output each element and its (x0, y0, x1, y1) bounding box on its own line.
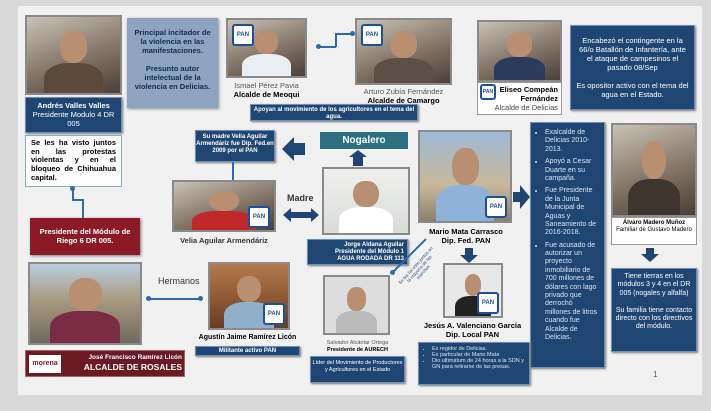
alvaro-note2: Su familia tiene contacto directo con lo… (615, 306, 693, 331)
arrow-down-icon (641, 254, 659, 262)
pan-logo-icon: PAN (263, 303, 285, 325)
velia-name: Velia Aguilar Armendáriz (180, 236, 268, 245)
incitador-line2: Presunto autor intelectual de la violenc… (134, 64, 211, 91)
ismael-role: Alcalde de Meoqui (233, 90, 300, 99)
eliseo-name-2: Fernández (520, 94, 558, 103)
jose-role: ALCALDE DE ROSALES (83, 361, 182, 372)
andres-note: Se les ha visto juntos en las protestas … (25, 135, 122, 187)
arturo-role: Alcalde de Camargo (367, 96, 440, 105)
salvador-role: Presidente de AURECH (327, 346, 388, 353)
incitador-line1: Principal incitador de la violencia en l… (134, 28, 211, 55)
eliseo-name: Eliseo Compeán (499, 85, 558, 94)
hermanos-label: Hermanos (158, 276, 200, 286)
eliseo-photo (477, 20, 562, 82)
jose-name: José Francisco Ramírez Licón (88, 354, 182, 361)
double-arrow-icon (283, 208, 319, 222)
ismael-name: Ismael Pérez Pavia (234, 81, 299, 90)
su-madre-box: Su madre Velia Aguilar Armendáriz fue Di… (195, 130, 275, 162)
mario-bullet: Fue acusado de autorizar un proyecto inm… (545, 242, 600, 343)
ismael-photo: PAN (226, 18, 307, 78)
salvador-name: Salvador Alcántar Ortega (326, 340, 389, 346)
apoyan-box: Apoyan al movimiento de los agricultores… (250, 104, 418, 121)
arturo-name: Arturo Zubía Fernández (363, 87, 444, 96)
velia-photo: PAN (172, 180, 276, 232)
jesus-role: Dip. Local PAN (445, 330, 500, 339)
agustin-photo: PAN (208, 262, 290, 330)
alvaro-photo (611, 123, 697, 217)
mario-bullets-box: Exalcalde de Delicias 2010-2013. Apoyó a … (530, 122, 605, 368)
jesus-name: Jesús A. Valenciano García (423, 321, 522, 330)
andres-role: Presidente Modulo 4 DR 005 (32, 110, 115, 128)
jesus-bullet: Dio ultimátum de 24 horas a la SDN y GN … (432, 358, 526, 370)
mario-bullet: Exalcalde de Delicias 2010-2013. (545, 129, 600, 154)
nogalero-box: Nogalero (320, 132, 408, 149)
mario-bullet: Fue Presidente de la Junta Municipal de … (545, 187, 600, 237)
mario-bullet: Apoyó a Cesar Duarte en su campaña. (545, 158, 600, 183)
agustin-name: Agustín Jaime Ramírez Licón (198, 334, 297, 341)
alvaro-name: Álvaro Madero Muñoz (622, 220, 686, 226)
pan-logo-icon: PAN (361, 24, 383, 46)
alvaro-note1: Tiene tierras en los módulos 3 y 4 en el… (617, 273, 691, 297)
arrow-left-icon (282, 137, 294, 161)
arturo-photo: PAN (355, 18, 452, 85)
eliseo-role: Alcalde de Delicias (494, 103, 558, 112)
jesus-bullets-box: Ex regidor de Delicias.Ex particular de … (418, 342, 530, 385)
mario-photo: PAN (418, 130, 512, 223)
incitador-box: Principal incitador de la violencia en l… (127, 18, 218, 108)
alvaro-role: Familiar de Gustavo Madero (616, 227, 692, 234)
encabezo-line2: Es opositor activo con el tema del agua … (576, 81, 689, 99)
arrow-up-icon (349, 150, 367, 157)
arrow-down-icon (460, 255, 478, 263)
jorge-role: Presidente del Módulo 1 AGUA RODADA DR 1… (334, 249, 404, 263)
jorge-name: Jorge Aldana Aguilar (344, 242, 404, 248)
andres-photo (25, 15, 122, 95)
jesus-photo: PAN (443, 263, 503, 318)
pan-logo-icon: PAN (480, 84, 496, 100)
page-number: 1 (653, 370, 658, 379)
salvador-note: Líder del Movimiento de Productores y Ag… (310, 356, 405, 383)
morena-logo: morena (29, 355, 61, 373)
pan-logo-icon: PAN (485, 196, 507, 218)
pan-logo-icon: PAN (232, 24, 254, 46)
encabezo-line1: Encabezó el contingente en la 66/o Batal… (579, 36, 686, 72)
agustin-role: Militante activo PAN (195, 346, 300, 356)
jorge-photo (322, 167, 410, 235)
mario-name: Mario Mata Carrasco (429, 227, 503, 236)
jose-photo (28, 262, 142, 345)
encabezo-box: Encabezó el contingente en la 66/o Batal… (570, 25, 695, 110)
presidente-modulo-box: Presidente del Módulo de Riego 6 DR 005. (30, 218, 140, 255)
jesus-bullet: Ex particular de Mario Mata (432, 352, 526, 358)
madre-label: Madre (287, 193, 314, 203)
pan-logo-icon: PAN (248, 206, 270, 228)
pan-logo-icon: PAN (477, 292, 499, 314)
jesus-bullet: Ex regidor de Delicias. (432, 346, 526, 352)
andres-name: Andrés Valles Valles (37, 101, 110, 110)
arrow-right-icon (520, 185, 530, 209)
alvaro-note-box: Tiene tierras en los módulos 3 y 4 en el… (611, 268, 697, 352)
salvador-photo (323, 275, 390, 335)
mario-role: Dip. Fed. PAN (441, 236, 491, 245)
